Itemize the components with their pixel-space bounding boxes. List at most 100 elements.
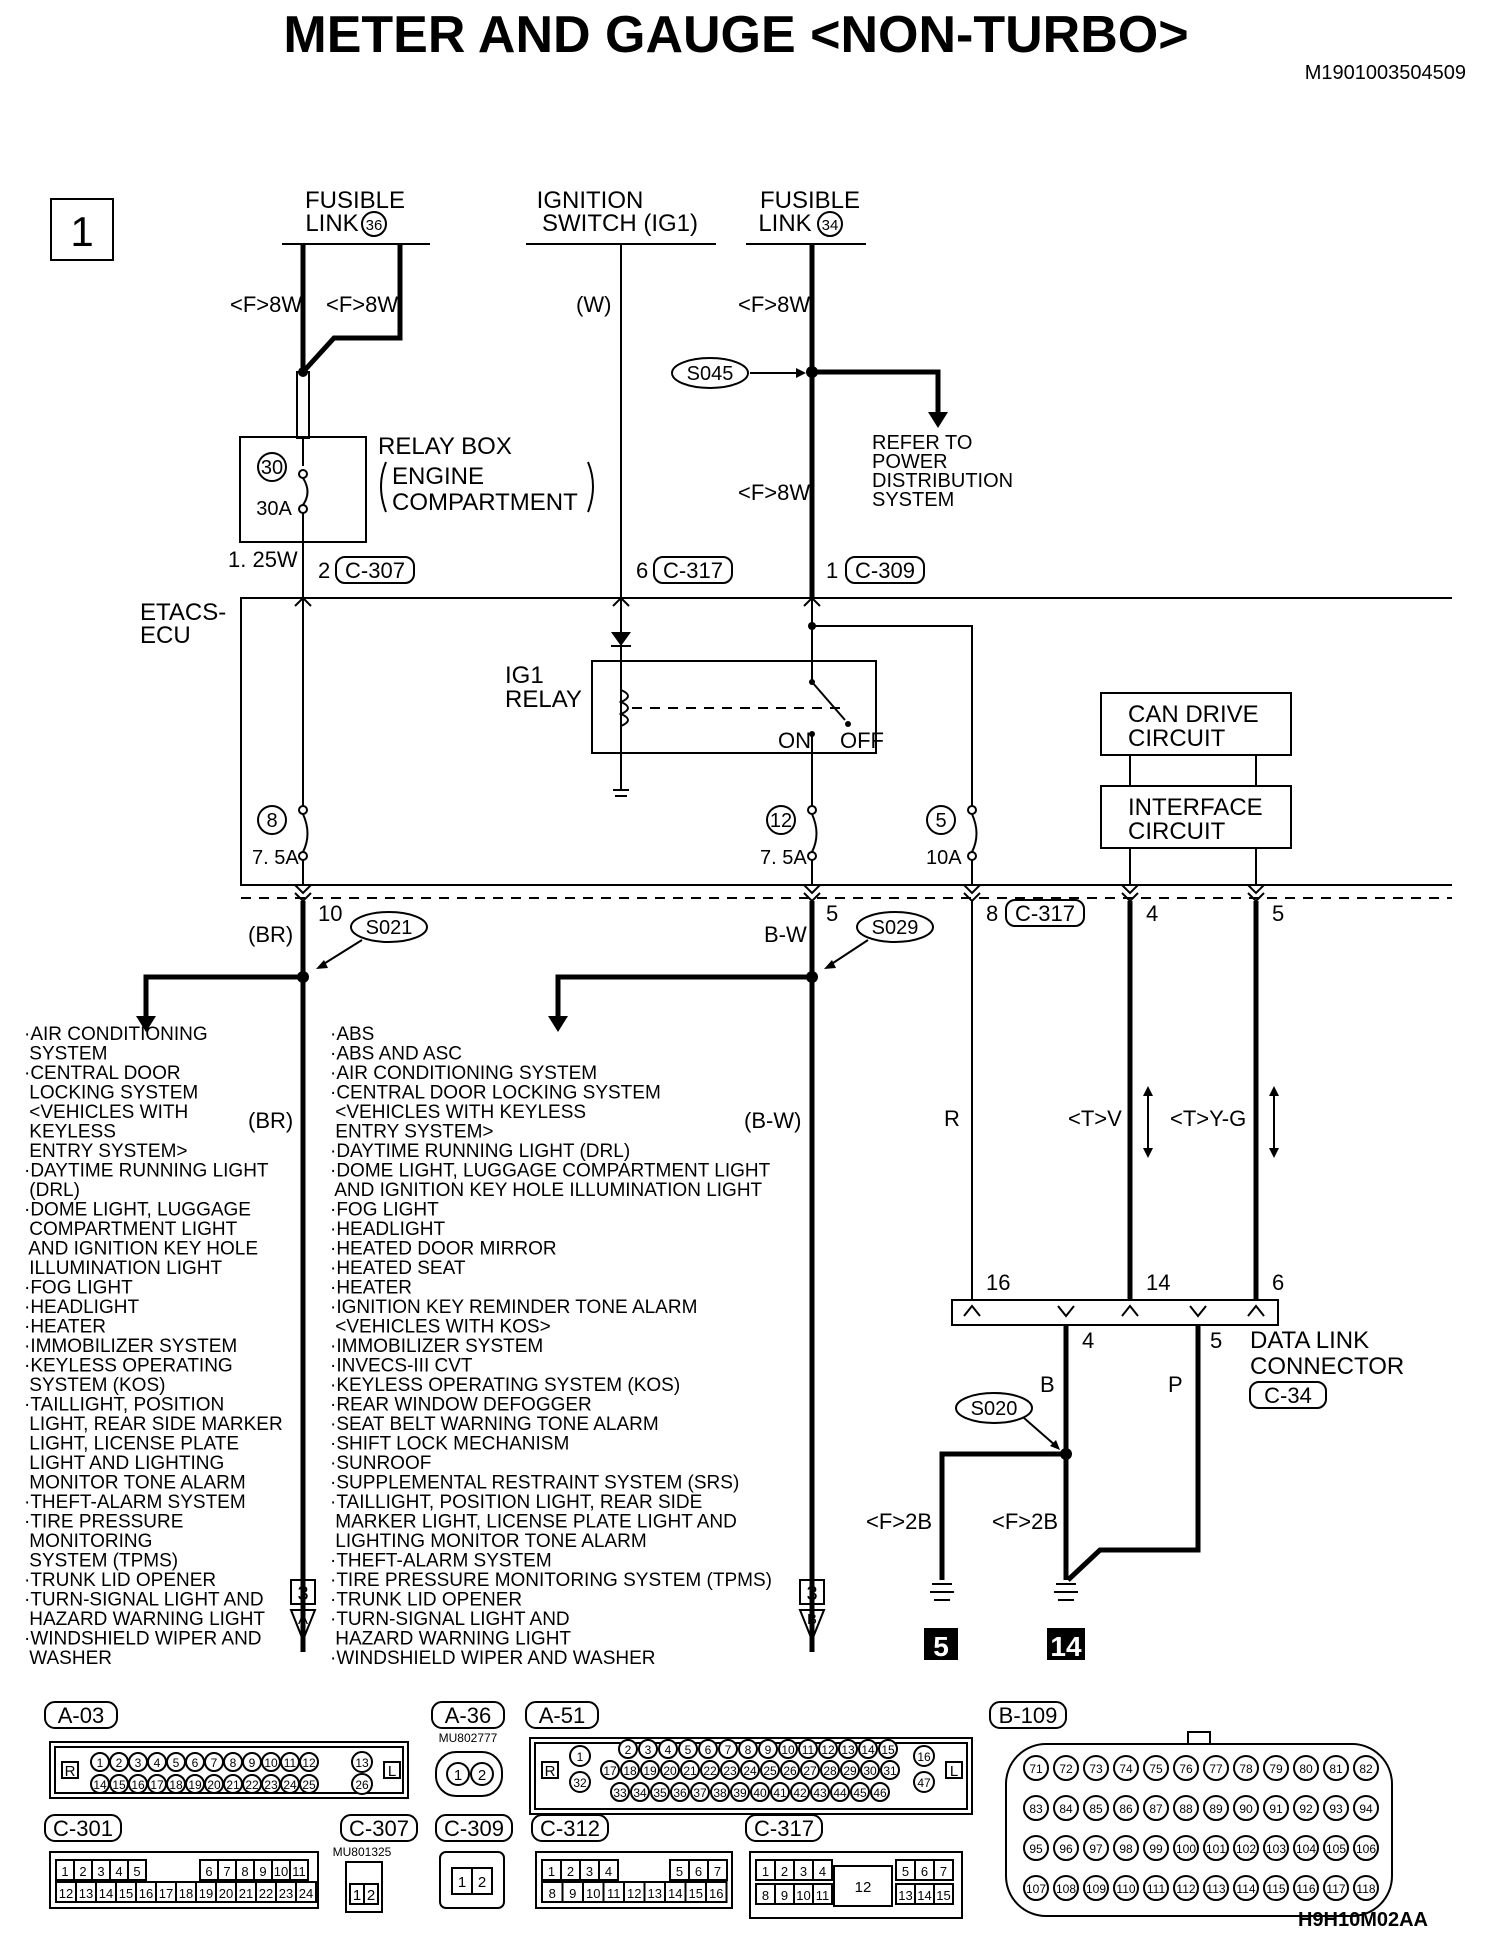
wire-label-f8w-b: <F>8W [326,292,398,317]
connector-pin [750,1782,770,1802]
wire-b-ground [939,1325,1201,1582]
connector-pin-number: 25 [763,1764,777,1778]
circuit-list-item: ·INVECS-III CVT [330,1356,473,1377]
connector-pin [812,1859,833,1881]
connector-pin-number: 112 [1176,1882,1195,1896]
connector-pin-number: 6 [205,1864,212,1879]
fuse-12: 12 7. 5A [760,805,818,885]
connector-pin-number: 17 [150,1778,164,1792]
connector-pin-number: 83 [1029,1802,1043,1816]
connector-pin-number: 13 [648,1886,662,1901]
svg-text:5: 5 [935,810,946,832]
connector-pin-number: 11 [292,1864,306,1879]
circuit-list-item: ·AIR CONDITIONING [24,1024,208,1045]
connector-pin-number: 4 [819,1864,826,1879]
connector-pin-number: 73 [1089,1762,1103,1776]
source-ignition-switch: IGNITION SWITCH (IG1) [526,187,716,245]
connector-pin-number: 118 [1356,1882,1375,1896]
can-drive-circuit: CAN DRIVE CIRCUIT [1100,692,1292,786]
wire-can-yg [1253,901,1279,1300]
svg-text:2: 2 [318,558,330,583]
svg-text:IG1: IG1 [505,662,544,689]
circuit-list-item: SYSTEM (KOS) [24,1375,165,1396]
circuit-list-item: ·IMMOBILIZER SYSTEM [24,1336,237,1357]
svg-text:B: B [807,1611,817,1628]
connector-pin-number: 3 [135,1756,142,1770]
connector-pin-number: 106 [1356,1842,1376,1856]
connector-pin [1053,1875,1079,1901]
connector-pin-number: 90 [1239,1802,1253,1816]
wire-label-r: R [944,1106,960,1131]
connector-pin-number: 23 [264,1778,278,1792]
svg-text:CIRCUIT: CIRCUIT [1128,818,1226,845]
connector-pin-number: 94 [1359,1802,1373,1816]
wire-label-f2b-a: <F>2B [866,1509,932,1534]
svg-text:1: 1 [454,1767,462,1784]
circuit-list-item: WASHER [24,1648,112,1669]
circuit-list-item: ·REAR WINDOW DEFOGGER [330,1395,592,1416]
connector-pin-number: 7 [223,1864,230,1879]
circuit-list-item: ·ABS [330,1024,374,1045]
svg-text:POWER: POWER [872,451,948,473]
circuit-list-item: HAZARD WARNING LIGHT [330,1629,571,1650]
connector-pin-number: 4 [605,1864,612,1879]
connector-view-a36: A-36 MU802777 1 2 [431,1701,505,1797]
source-fusible-link-36: FUSIBLE LINK 36 [282,187,430,245]
svg-text:14: 14 [1050,1631,1082,1662]
fuse-8: 8 7. 5A [252,598,309,885]
svg-text:OFF: OFF [840,728,884,753]
connector-pin [680,1760,700,1780]
svg-text:DATA LINK: DATA LINK [1250,1327,1369,1354]
etacs-ecu: ETACS- ECU [140,597,1452,899]
connector-pin-number: 32 [573,1776,587,1790]
circuit-list-item: ·IMMOBILIZER SYSTEM [330,1336,543,1357]
connector-pin-number: 11 [284,1756,297,1770]
ground-5: 5 [924,1583,958,1662]
pin-4b: 4 [1082,1328,1094,1353]
connector-pin-number: 102 [1236,1842,1256,1856]
fuse-5: 5 10A [926,805,978,885]
connector-pin [758,1739,778,1759]
svg-text:8: 8 [266,810,277,832]
connector-pin-number: 16 [917,1750,931,1764]
connector-pin-number: 33 [613,1786,627,1800]
svg-text:SYSTEM: SYSTEM [872,489,954,511]
connector-pin-number: 6 [921,1864,928,1879]
connector-pin-number: 7 [714,1864,721,1879]
svg-text:C-312: C-312 [540,1816,600,1841]
svg-text:6: 6 [636,558,648,583]
circuit-list-item: MARKER LIGHT, LICENSE PLATE LIGHT AND [330,1512,737,1533]
connector-pin-number: 8 [230,1756,237,1770]
connector-pin-number: 100 [1176,1842,1196,1856]
connector-pin-number: 15 [689,1886,703,1901]
wire-label-f8w-c: <F>8W [738,292,810,317]
connector-pin [830,1782,850,1802]
circuit-list-right: ·ABS·ABS AND ASC·AIR CONDITIONING SYSTEM… [330,1024,772,1669]
connector-pin-number: 1 [762,1864,769,1879]
connector-pin-number: 10 [586,1886,600,1901]
circuit-list-item: LIGHT, REAR SIDE MARKER [24,1414,283,1435]
connector-pin-number: 26 [783,1764,797,1778]
connector-pin-number: 10 [264,1756,278,1770]
svg-text:CAN DRIVE: CAN DRIVE [1128,701,1259,728]
svg-text:C-317: C-317 [663,558,723,583]
connector-pin-number: 8 [549,1886,556,1901]
wire-label-tv: <T>V [1068,1106,1122,1131]
svg-text:3: 3 [806,1583,817,1605]
svg-text:RELAY BOX: RELAY BOX [378,433,512,460]
connector-pin [740,1760,760,1780]
circuit-list-item: ·DOME LIGHT, LUGGAGE [24,1200,251,1221]
connector-pin-number: 3 [97,1864,104,1879]
connector-pin [351,1773,373,1795]
connector-pin-number: 10 [274,1864,288,1879]
connector-pin-number: 101 [1206,1842,1226,1856]
connector-c317-top: 6 C-317 [636,556,733,584]
connector-pin [1323,1795,1349,1821]
connector-pin-number: 14 [93,1778,107,1792]
circuit-list-item: ·TIRE PRESSURE MONITORING SYSTEM (TPMS) [330,1570,772,1591]
connector-pin-number: 95 [1029,1842,1043,1856]
svg-text:L: L [950,1763,958,1780]
connector-pin-number: 98 [1119,1842,1133,1856]
circuit-list-item: ·FOG LIGHT [24,1278,133,1299]
